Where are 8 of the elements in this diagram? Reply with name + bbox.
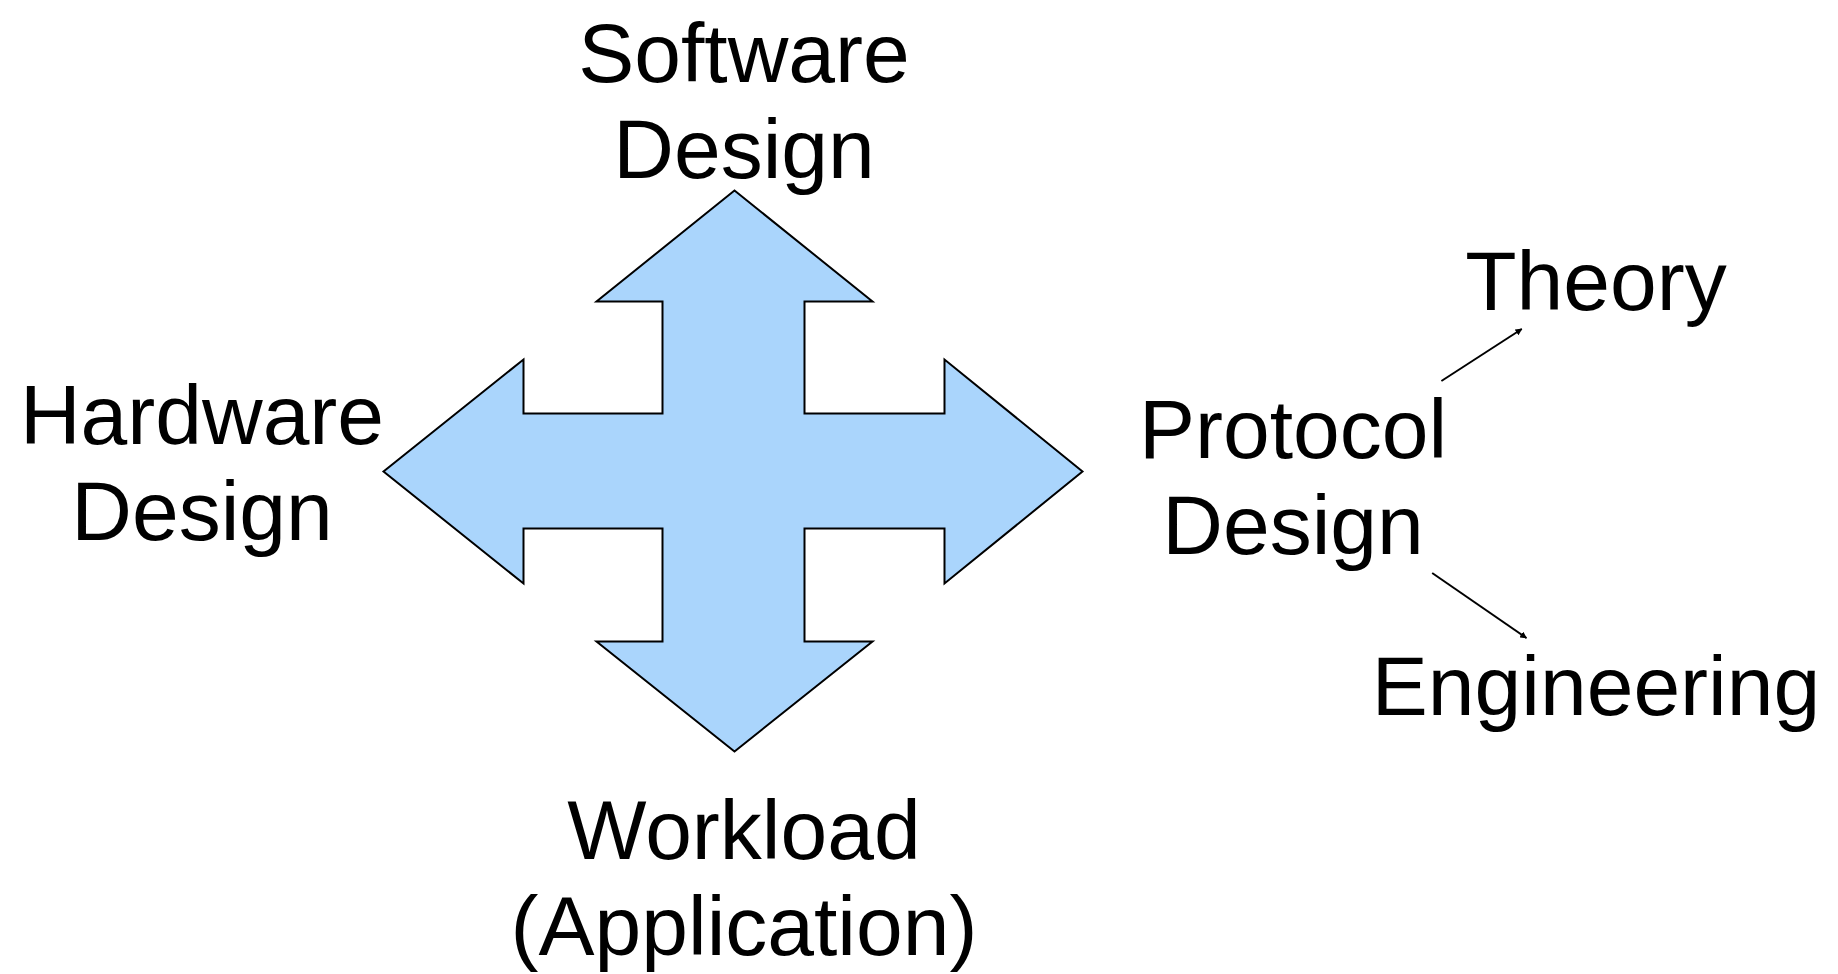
node-label: Protocol Design [1137, 381, 1449, 573]
node-label: Theory [1464, 233, 1728, 329]
node-label: Workload (Application) [509, 782, 979, 974]
node-label: Software Design [577, 5, 911, 197]
arrow [1440, 328, 1523, 382]
node-label: Hardware Design [18, 367, 386, 559]
node-label: Engineering [1370, 638, 1822, 734]
arrow [1431, 572, 1528, 639]
